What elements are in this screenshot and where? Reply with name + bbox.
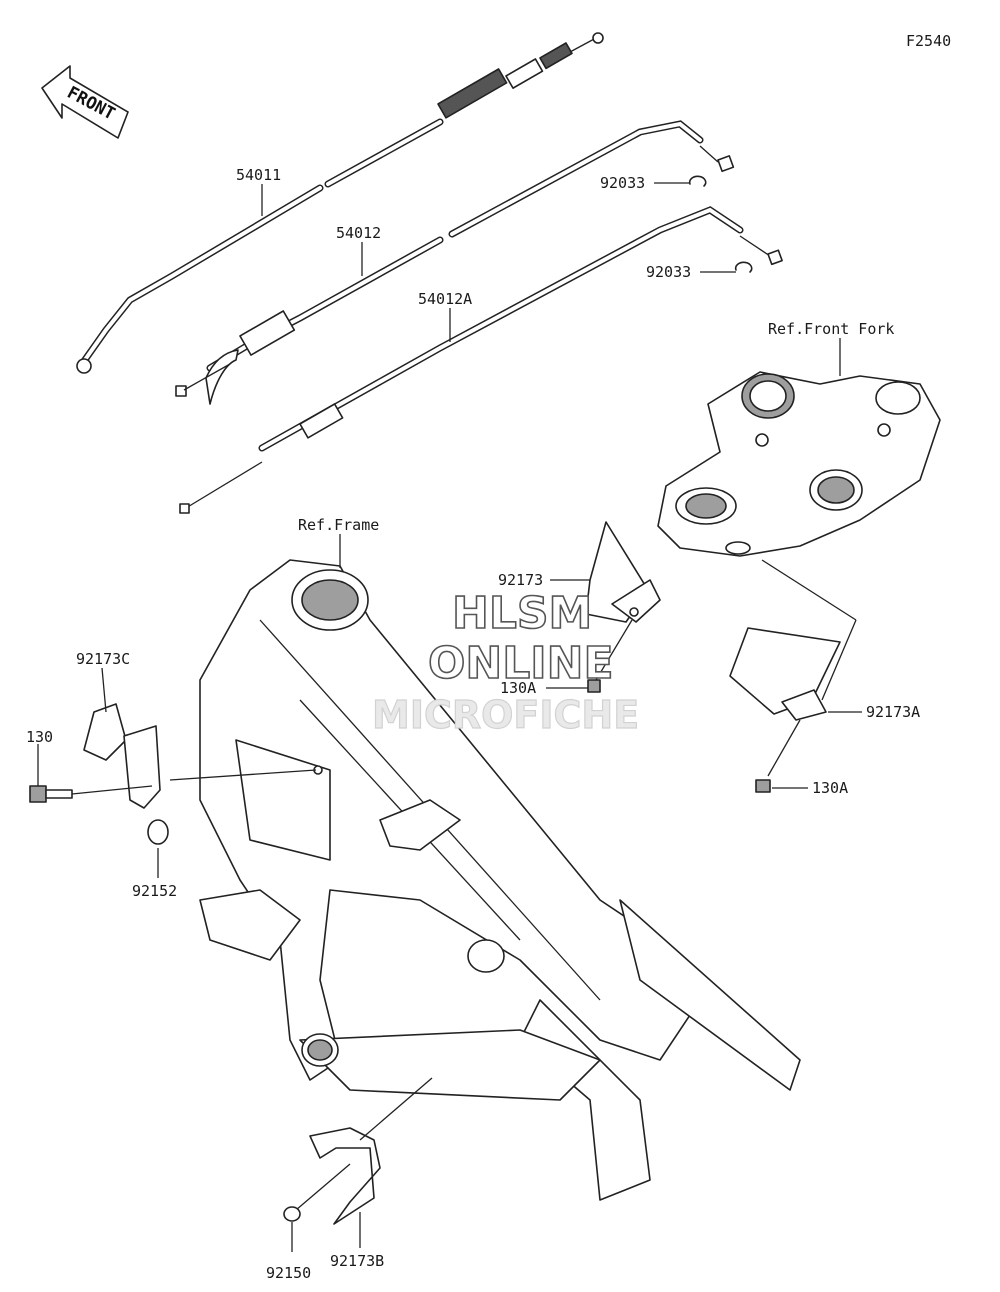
label-92173c: 92173C	[76, 650, 130, 668]
label-130: 130	[26, 728, 53, 746]
diagram-id: F2540	[906, 32, 951, 50]
label-92033-upper: 92033	[600, 174, 645, 192]
cable-54011	[76, 32, 604, 374]
label-130a-right: 130A	[812, 779, 848, 797]
bolt-130a-right	[755, 719, 808, 793]
front-arrow-icon: FRONT	[41, 65, 129, 139]
screw-92150	[283, 1163, 351, 1252]
label-54011: 54011	[236, 166, 281, 184]
watermark-line2: ONLINE	[428, 638, 614, 689]
front-fork-bracket	[657, 371, 941, 557]
label-92173b: 92173B	[330, 1252, 384, 1270]
clamp-92173c	[83, 703, 161, 809]
label-92152: 92152	[132, 882, 177, 900]
bolt-130a-center	[546, 619, 633, 693]
ref-front-fork: Ref.Front Fork	[768, 320, 894, 338]
clamp-92173a	[729, 627, 841, 721]
label-54012: 54012	[336, 224, 381, 242]
ref-frame: Ref.Frame	[298, 516, 379, 534]
collar-92152	[147, 819, 169, 878]
clamp-92173b	[309, 1127, 381, 1225]
watermark-line1: HLSM	[452, 588, 592, 639]
cable-54012	[175, 120, 735, 405]
clip-92033-lower	[734, 261, 753, 273]
label-92150: 92150	[266, 1264, 311, 1282]
label-54012a: 54012A	[418, 290, 472, 308]
label-92033-lower: 92033	[646, 263, 691, 281]
clip-92033-upper	[688, 175, 707, 187]
watermark-line3: MICROFICHE	[372, 693, 639, 737]
frame	[199, 559, 801, 1201]
label-92173: 92173	[498, 571, 543, 589]
clamp-92173	[585, 521, 661, 623]
label-92173a: 92173A	[866, 703, 920, 721]
bolt-130	[29, 744, 153, 803]
cable-54012a	[179, 206, 783, 514]
label-130a-center: 130A	[500, 679, 536, 697]
